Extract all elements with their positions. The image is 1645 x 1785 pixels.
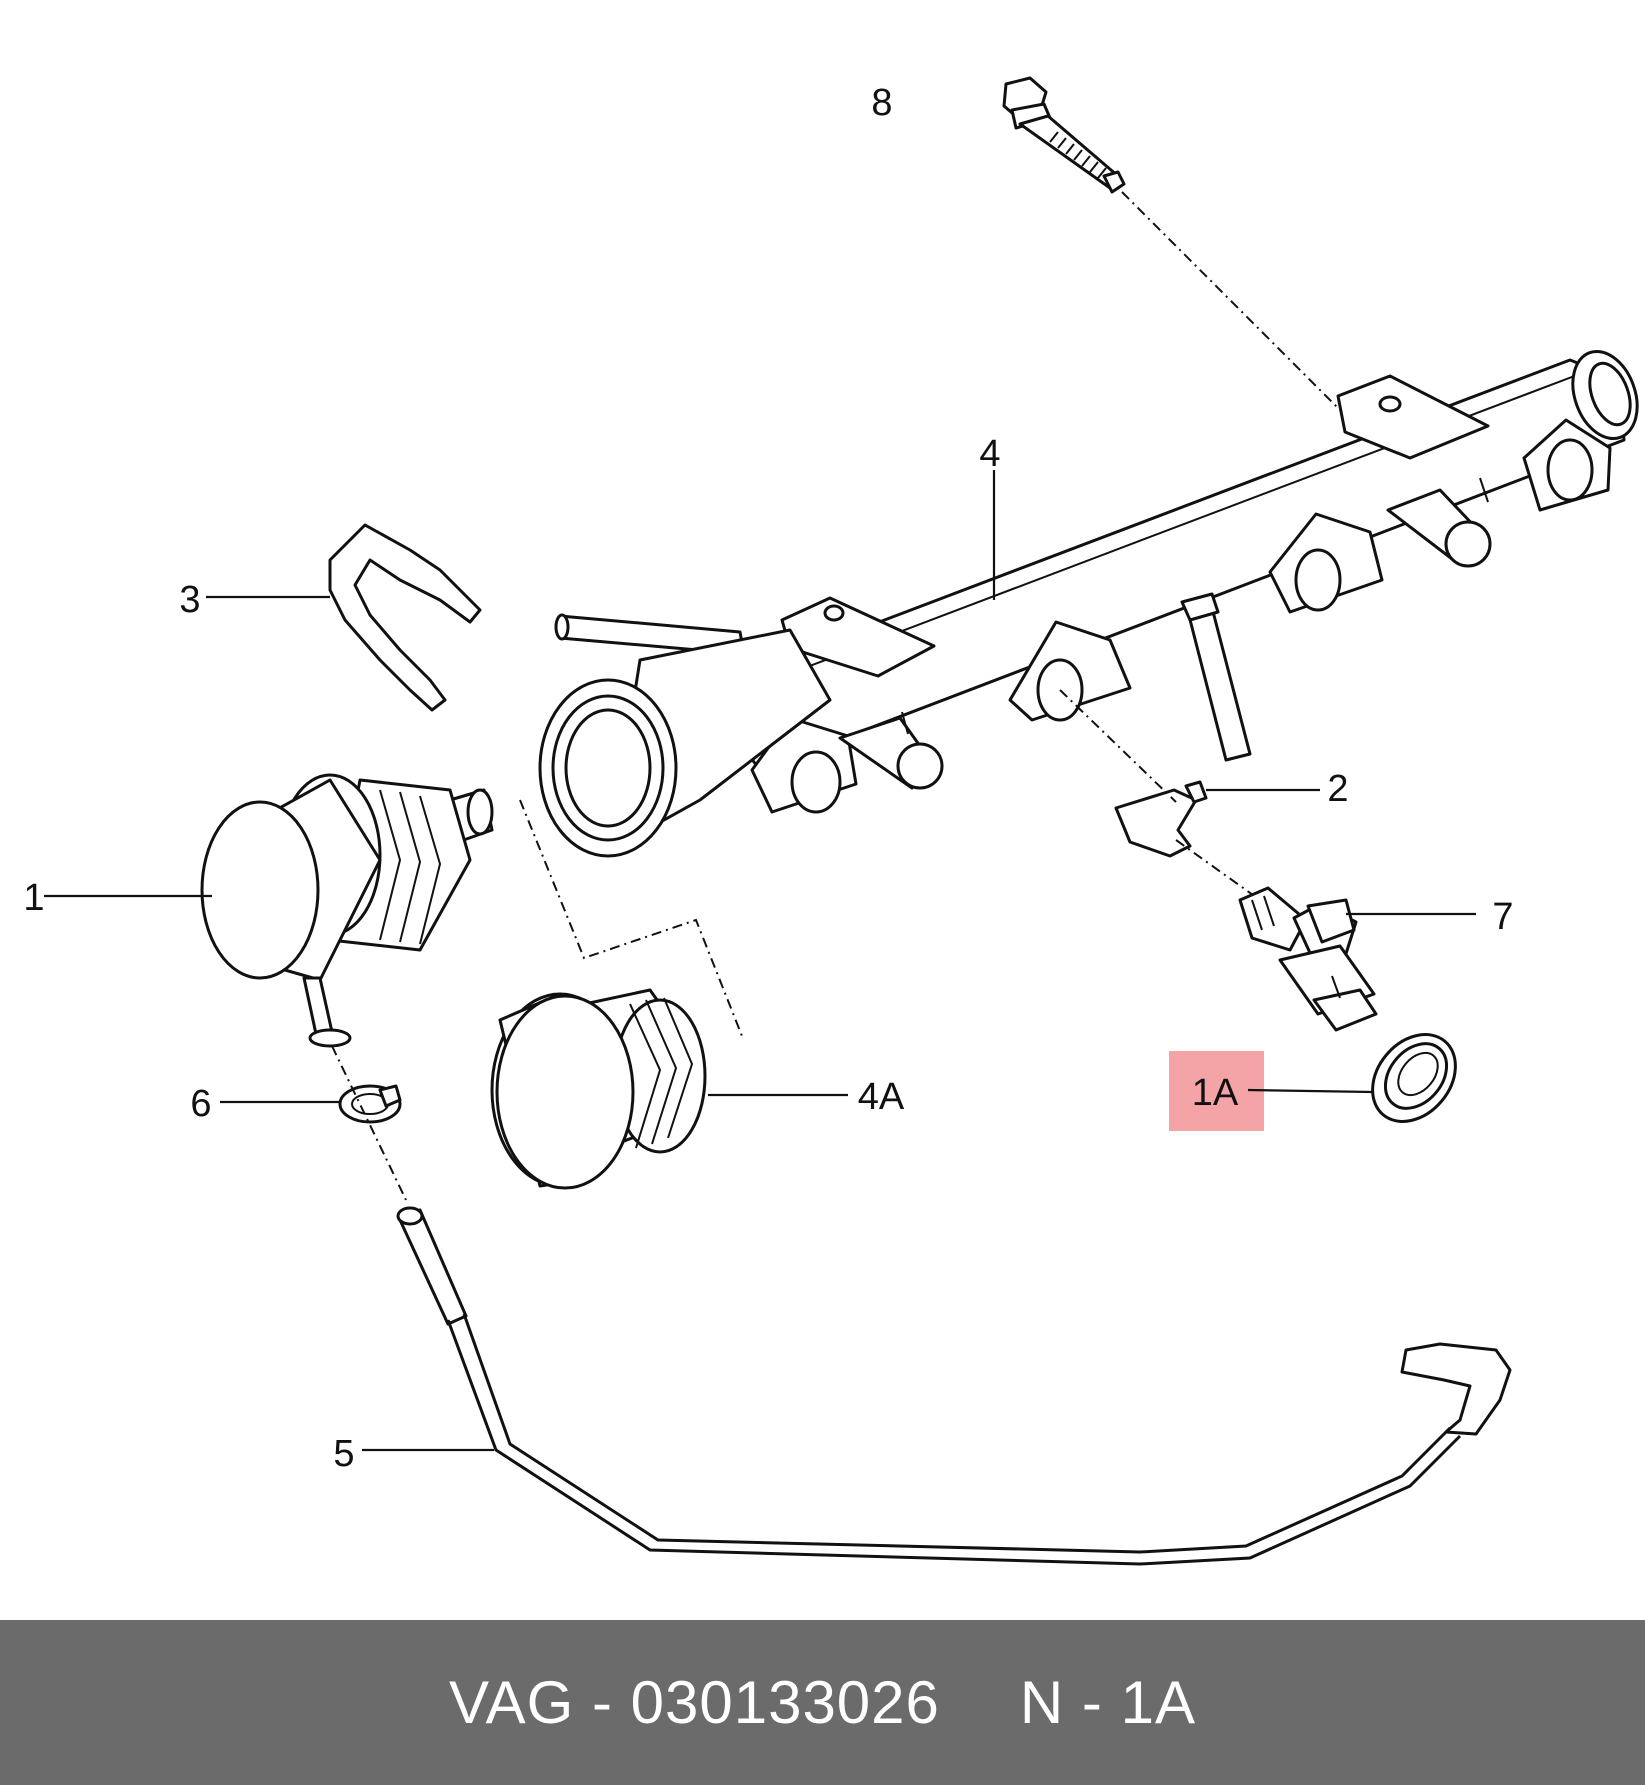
callout-7: 7 bbox=[1492, 896, 1513, 938]
leader-dash-2 bbox=[1059, 689, 1261, 901]
part-7-injector bbox=[1238, 886, 1378, 1032]
part-4-fuel-rail bbox=[538, 349, 1639, 858]
part-2-clip bbox=[1114, 780, 1208, 858]
footer-part-number: VAG - 030133026 bbox=[449, 1669, 940, 1736]
leader-1a bbox=[1247, 1088, 1373, 1094]
callout-3: 3 bbox=[179, 579, 200, 621]
part-1a-o-ring bbox=[1371, 1033, 1457, 1123]
part-8-bolt bbox=[1002, 76, 1126, 194]
callout-1a: 1A bbox=[1192, 1072, 1239, 1114]
footer-bar: VAG - 030133026 N - 1A bbox=[0, 1620, 1645, 1785]
part-6-hose-clamp bbox=[338, 1084, 402, 1124]
leader-dash-6 bbox=[331, 1045, 407, 1201]
callout-5: 5 bbox=[333, 1433, 354, 1475]
part-5-vacuum-hose bbox=[396, 1206, 1512, 1566]
callout-8: 8 bbox=[871, 82, 892, 124]
part-1-pressure-regulator bbox=[200, 773, 494, 1048]
footer-position: N - 1A bbox=[1019, 1669, 1196, 1736]
callout-1: 1 bbox=[23, 877, 44, 919]
leader-dash-8 bbox=[1121, 191, 1341, 411]
part-3-clip bbox=[328, 523, 482, 712]
part-4a-cap bbox=[490, 988, 707, 1190]
callout-6: 6 bbox=[190, 1083, 211, 1125]
callout-4: 4 bbox=[979, 433, 1000, 475]
callout-2: 2 bbox=[1327, 768, 1348, 810]
leader-dash-1-to-4a bbox=[519, 799, 743, 1037]
exploded-parts-diagram: 8 4 3 2 1 7 1A 6 4A 5 bbox=[23, 76, 1639, 1566]
callout-4a: 4A bbox=[858, 1076, 905, 1118]
